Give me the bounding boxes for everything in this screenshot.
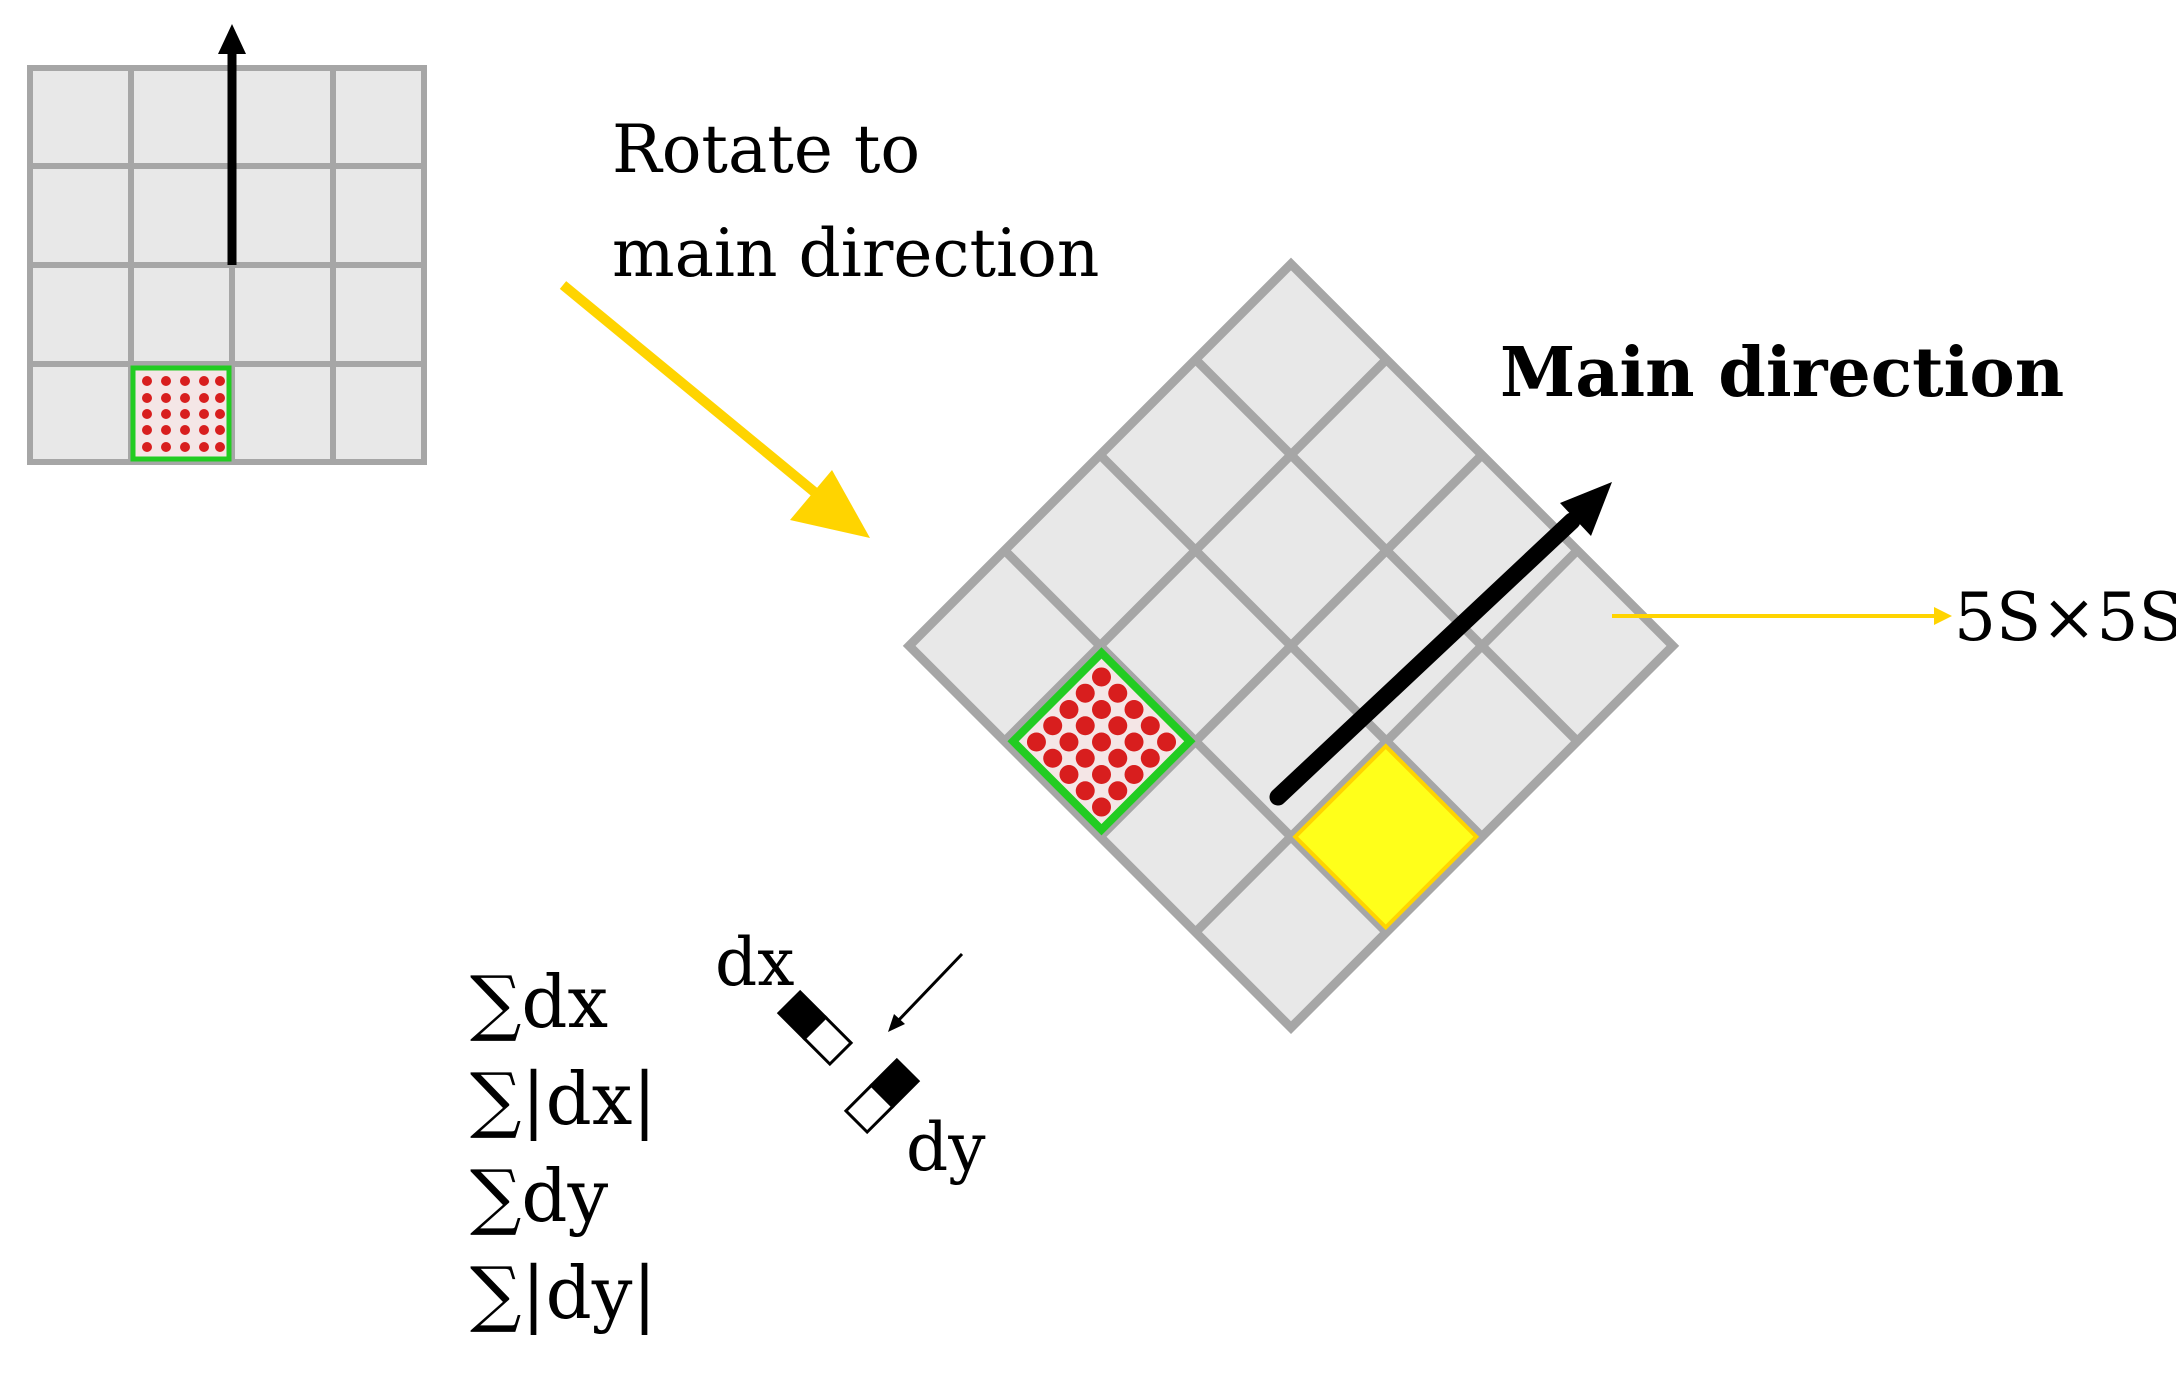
window-size-callout-arrow xyxy=(1612,607,1952,625)
sum-dy: ∑dy xyxy=(470,1154,608,1238)
rotated-sample-dots xyxy=(1026,667,1177,817)
sum-abs-dy: ∑|dy| xyxy=(470,1251,657,1335)
window-highlight xyxy=(1292,743,1480,931)
original-sample-dots xyxy=(142,376,225,452)
sum-dx: ∑dx xyxy=(470,960,608,1044)
original-grid xyxy=(27,24,427,465)
rotate-label-line1: Rotate to xyxy=(612,111,920,188)
rotated-grid xyxy=(902,257,1680,1035)
original-direction-arrow xyxy=(218,24,246,265)
descriptor-sums: ∑dx ∑|dx| ∑dy ∑|dy| xyxy=(470,960,657,1335)
rotate-label-line2: main direction xyxy=(612,215,1099,292)
sum-abs-dx: ∑|dx| xyxy=(470,1057,657,1141)
window-size-label: 5S×5S xyxy=(1954,579,2176,656)
sample-response-arrow xyxy=(888,952,964,1032)
rotate-arrow xyxy=(559,281,870,538)
main-direction-label: Main direction xyxy=(1500,333,2064,413)
haar-dx-icon xyxy=(776,989,854,1067)
dy-label: dy xyxy=(906,1109,986,1186)
main-direction-arrow xyxy=(1269,482,1612,806)
dx-label: dx xyxy=(715,924,794,1001)
haar-dy-icon xyxy=(843,1057,921,1135)
